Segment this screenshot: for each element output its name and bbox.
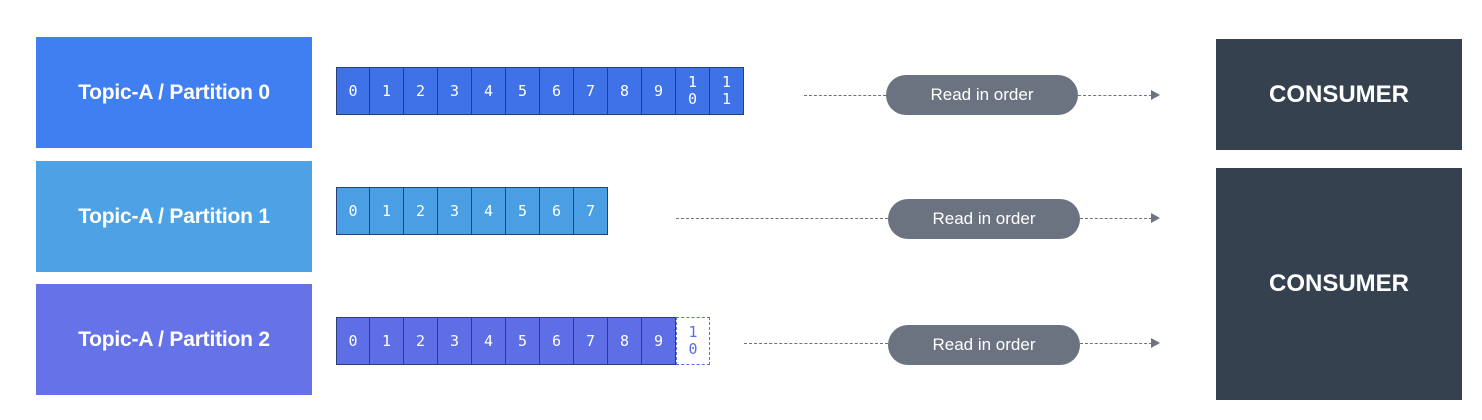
arrow-line-1-left (676, 218, 888, 219)
arrow-line-2-right (1080, 343, 1152, 344)
arrow-line-0-right (1078, 95, 1152, 96)
offset-cell: 6 (540, 187, 574, 235)
offset-cell: 5 (506, 67, 540, 115)
offset-cell: 7 (574, 187, 608, 235)
read-in-order-label-0: Read in order (930, 85, 1034, 104)
offset-cell: 7 (574, 317, 608, 365)
offset-cell: 0 (336, 317, 370, 365)
read-in-order-pill-1: Read in order (888, 199, 1080, 239)
offset-cell: 4 (472, 67, 506, 115)
pending-offset-cell: 1 0 (676, 317, 710, 365)
offset-cell: 0 (336, 67, 370, 115)
offset-cell: 1 (370, 67, 404, 115)
arrow-line-0-left (804, 95, 886, 96)
partition-2-label: Topic-A / Partition 2 (78, 327, 270, 351)
read-in-order-pill-2: Read in order (888, 325, 1080, 365)
offset-cell: 9 (642, 67, 676, 115)
offset-cell: 1 (370, 187, 404, 235)
offset-cell: 5 (506, 187, 540, 235)
consumer-label-1: CONSUMER (1268, 270, 1409, 297)
partition-1-label: Topic-A / Partition 1 (78, 204, 270, 228)
offset-cell: 6 (540, 67, 574, 115)
offset-cell: 4 (472, 317, 506, 365)
read-in-order-pill-0: Read in order (886, 75, 1078, 115)
read-in-order-label-1: Read in order (932, 209, 1036, 228)
consumer-box-1: CONSUMER (1216, 168, 1462, 400)
arrowhead-2-icon (1151, 338, 1160, 348)
offset-cell: 9 (642, 317, 676, 365)
arrowhead-0-icon (1151, 90, 1160, 100)
offset-cell: 3 (438, 67, 472, 115)
offset-cell: 1 (370, 317, 404, 365)
arrow-line-2-left (744, 343, 888, 344)
offset-cell: 2 (404, 187, 438, 235)
offset-cell: 3 (438, 317, 472, 365)
partition-0-box: Topic-A / Partition 0 (36, 37, 312, 148)
arrowhead-1-icon (1151, 213, 1160, 223)
partition-0-label: Topic-A / Partition 0 (78, 80, 270, 104)
offset-cell: 1 0 (676, 67, 710, 115)
consumer-box-0: CONSUMER (1216, 39, 1462, 150)
offset-cell: 0 (336, 187, 370, 235)
partition-2-box: Topic-A / Partition 2 (36, 284, 312, 395)
offset-cell: 4 (472, 187, 506, 235)
offset-cell: 8 (608, 67, 642, 115)
offset-cell: 1 1 (710, 67, 744, 115)
offset-cell: 5 (506, 317, 540, 365)
offset-cell: 3 (438, 187, 472, 235)
offset-cell: 8 (608, 317, 642, 365)
arrow-line-1-right (1080, 218, 1152, 219)
read-in-order-label-2: Read in order (932, 335, 1036, 354)
offset-cell: 2 (404, 317, 438, 365)
partition-1-box: Topic-A / Partition 1 (36, 161, 312, 272)
offset-cell: 7 (574, 67, 608, 115)
offset-cell: 6 (540, 317, 574, 365)
consumer-label-0: CONSUMER (1268, 80, 1409, 108)
offset-cell: 2 (404, 67, 438, 115)
